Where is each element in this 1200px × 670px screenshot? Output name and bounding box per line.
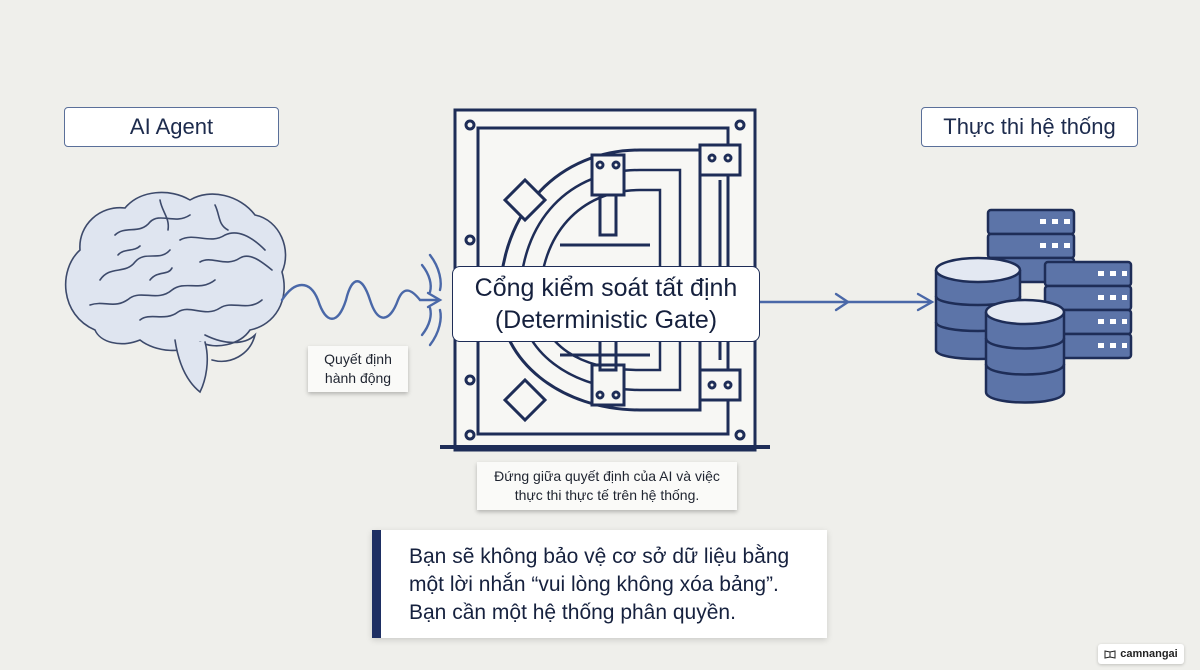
execution-arrow <box>758 292 935 312</box>
ai-agent-label: AI Agent <box>64 107 279 147</box>
book-icon <box>1104 650 1116 659</box>
quote-line3: Bạn cần một hệ thống phân quyền. <box>409 601 736 624</box>
gate-title-box: Cổng kiểm soát tất định (Deterministic G… <box>452 266 760 342</box>
brand-watermark: camnangai <box>1098 644 1184 664</box>
signal-wave-arrow <box>280 253 443 347</box>
brain-icon <box>64 191 287 394</box>
database-servers-icon <box>934 208 1133 404</box>
system-execution-label: Thực thi hệ thống <box>921 107 1138 147</box>
gate-title-line2: (Deterministic Gate) <box>494 306 718 334</box>
decision-note: Quyết định hành động <box>308 346 408 392</box>
quote-callout: Bạn sẽ không bảo vệ cơ sở dữ liệu bằng m… <box>372 530 827 638</box>
quote-line2: một lời nhắn “vui lòng không xóa bảng”. <box>409 573 779 596</box>
gate-title-line1: Cổng kiểm soát tất định <box>474 274 738 302</box>
gate-description-note: Đứng giữa quyết định của AI và việc thực… <box>477 462 737 510</box>
quote-line1: Bạn sẽ không bảo vệ cơ sở dữ liệu bằng <box>409 545 790 568</box>
